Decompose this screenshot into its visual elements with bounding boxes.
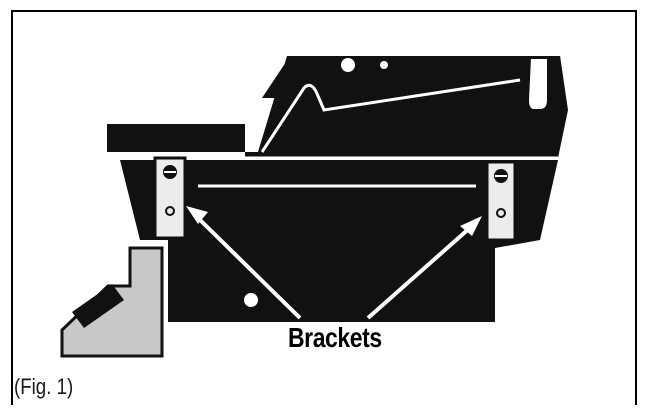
figure-frame xyxy=(11,10,637,405)
body-hole xyxy=(244,293,258,307)
left-bracket-hole xyxy=(165,206,175,216)
housing-notch xyxy=(526,57,549,111)
left-bracket xyxy=(153,156,187,240)
right-bracket xyxy=(485,160,517,242)
right-bracket-hole xyxy=(496,208,506,218)
housing-groove xyxy=(260,78,521,153)
arrow-left-bracket xyxy=(186,206,302,320)
figure-caption: (Fig. 1) xyxy=(14,374,74,399)
top-hole-small xyxy=(380,61,388,69)
foot-pad xyxy=(72,284,124,328)
arrow-right-bracket xyxy=(366,216,482,320)
top-hole xyxy=(341,58,355,72)
main-body xyxy=(120,160,558,322)
brackets-label: Brackets xyxy=(288,322,382,353)
upper-housing-top-step xyxy=(262,56,566,98)
